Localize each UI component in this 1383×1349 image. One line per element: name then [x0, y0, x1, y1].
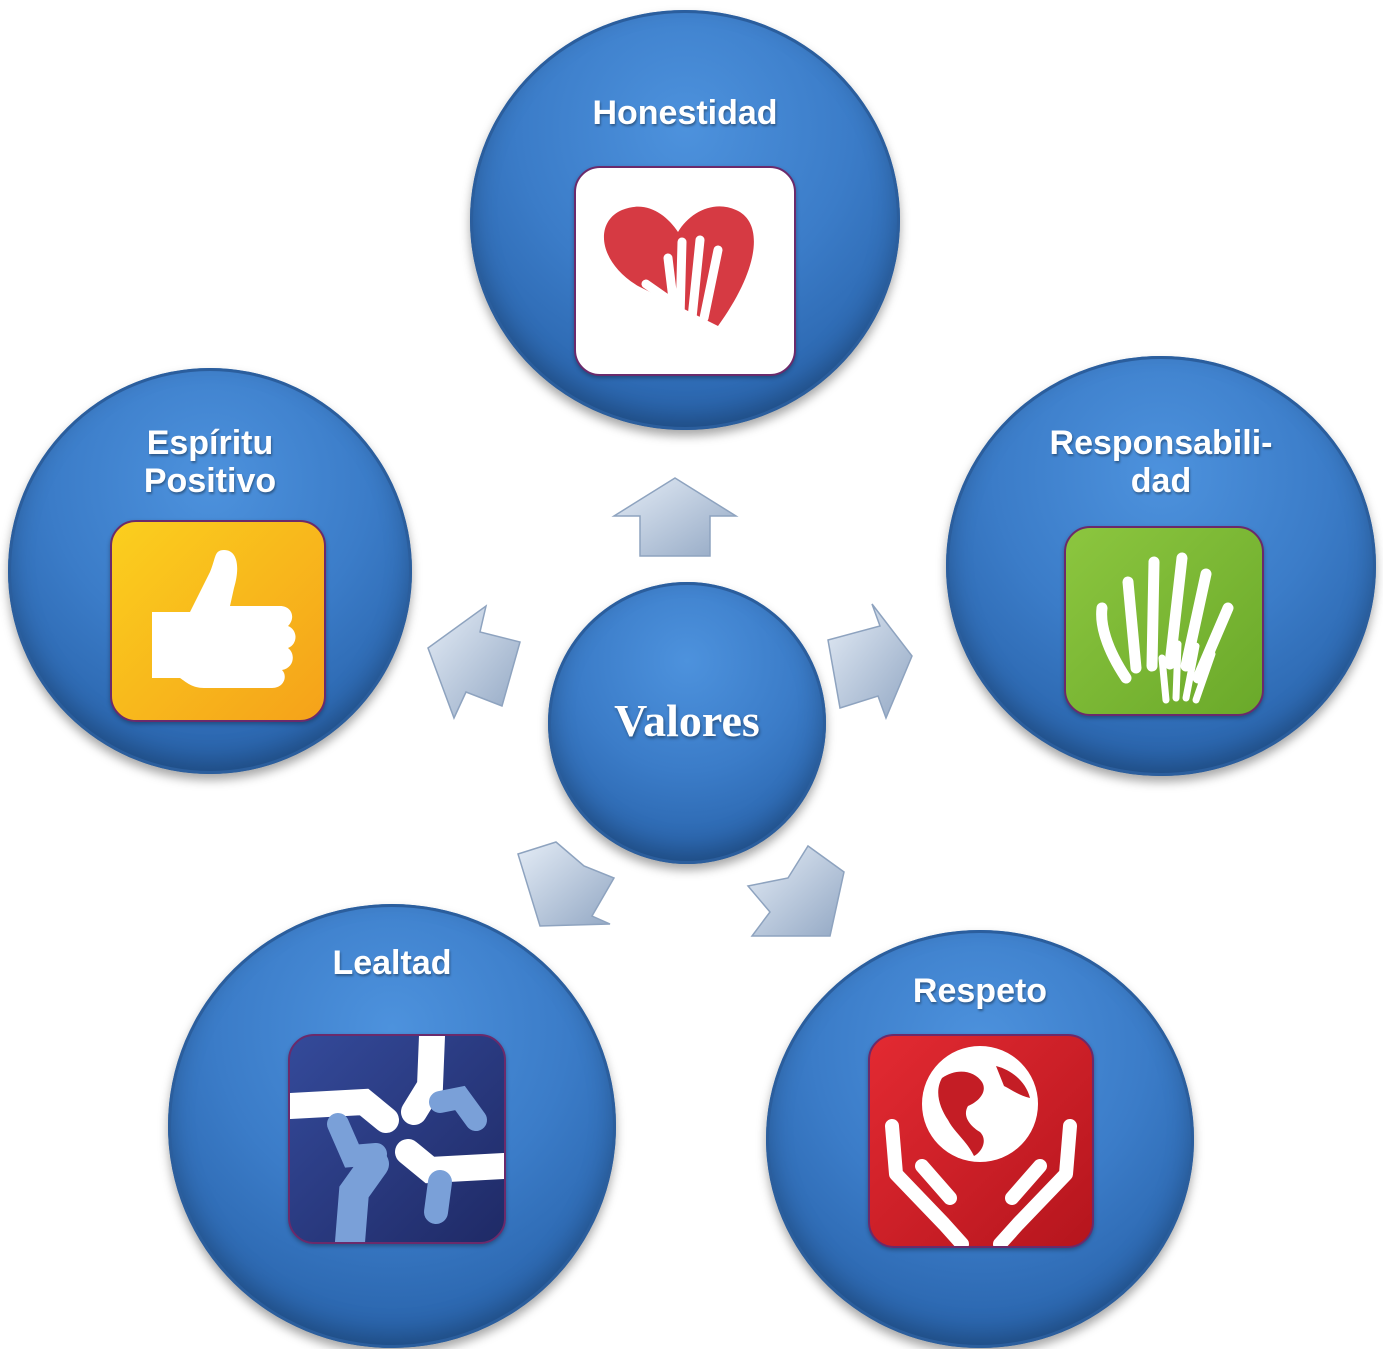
circle-espiritu-positivo: Espíritu Positivo	[8, 368, 412, 774]
label-lealtad: Lealtad	[332, 944, 452, 982]
thumbs-up-icon	[152, 550, 296, 688]
tile-respeto	[868, 1034, 1094, 1248]
center-label: Valores	[614, 695, 760, 746]
label-responsabilidad: Responsabili- dad	[1049, 424, 1273, 500]
heart-hand-icon	[603, 206, 754, 329]
circle-responsabilidad: Responsabili- dad	[946, 356, 1376, 776]
arrow-right-icon	[827, 603, 913, 720]
circle-lealtad: Lealtad	[168, 904, 616, 1348]
label-espiritu-positivo: Espíritu Positivo	[143, 424, 277, 500]
circle-respeto: Respeto	[766, 930, 1194, 1348]
arrow-down-right-icon	[746, 844, 845, 937]
arrow-up-icon	[611, 477, 739, 557]
joined-hands-icon	[290, 1036, 504, 1242]
tile-espiritu-positivo	[110, 520, 326, 722]
tile-honestidad	[574, 166, 796, 376]
hands-icon	[1096, 552, 1234, 704]
label-respeto: Respeto	[912, 972, 1048, 1010]
arrow-left-icon	[427, 604, 521, 720]
label-honestidad: Honestidad	[592, 94, 778, 132]
center-circle: Valores	[548, 582, 826, 864]
circle-honestidad: Honestidad	[470, 10, 900, 430]
tile-responsabilidad	[1064, 526, 1264, 716]
arrow-down-left-icon	[517, 841, 616, 927]
globe-hands-icon	[885, 1046, 1077, 1246]
tile-lealtad	[288, 1034, 506, 1244]
